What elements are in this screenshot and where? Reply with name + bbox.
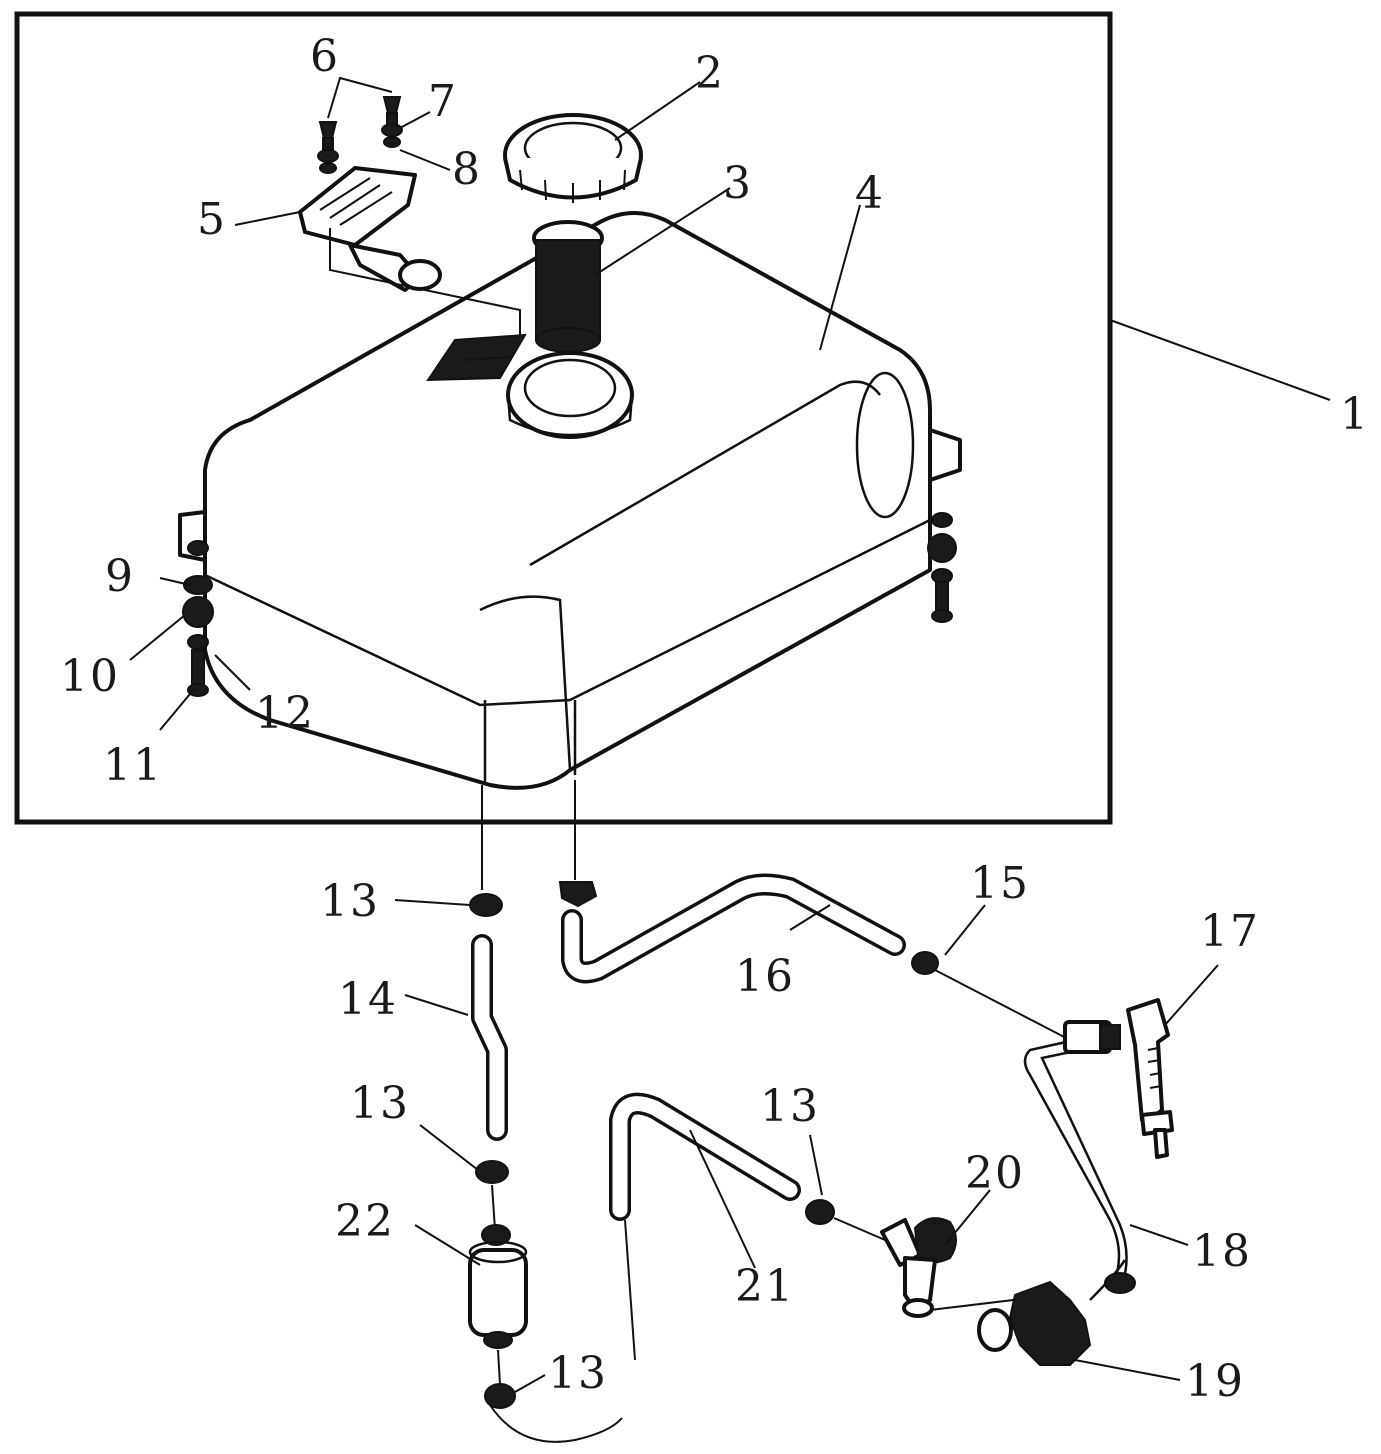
fuel-strainer: [532, 220, 604, 353]
tank-outlet-lines: [481, 780, 576, 890]
callout-4: 4: [855, 168, 885, 219]
callout-13-middle: 13: [350, 1078, 410, 1129]
callout-10: 10: [60, 651, 120, 702]
callout-16: 16: [735, 951, 795, 1002]
hose-clamps: [469, 893, 939, 1409]
fuel-cap: [503, 113, 643, 203]
callout-13-upper: 13: [320, 876, 380, 927]
callout-5: 5: [197, 194, 227, 245]
sender-screws: [317, 76, 403, 174]
callout-8: 8: [452, 144, 482, 195]
callout-19: 19: [1185, 1356, 1245, 1407]
callout-14: 14: [338, 974, 398, 1025]
callout-1: 1: [1340, 389, 1370, 440]
mounting-bolts-right: [927, 512, 957, 623]
callout-20: 20: [965, 1148, 1025, 1199]
callout-13-right: 13: [760, 1081, 820, 1132]
callout-21: 21: [735, 1261, 795, 1312]
callout-22: 22: [335, 1196, 395, 1247]
callout-18: 18: [1192, 1226, 1252, 1277]
callout-3: 3: [723, 158, 753, 209]
callout-11: 11: [103, 740, 163, 791]
callout-6: 6: [310, 31, 340, 82]
callout-13-lower: 13: [548, 1348, 608, 1399]
callout-9: 9: [105, 551, 135, 602]
fuel-filter: [468, 1184, 528, 1386]
fuel-valve: [833, 1217, 957, 1318]
callout-15: 15: [970, 858, 1030, 909]
fuel-pump: [929, 1259, 1136, 1366]
bottom-return-hose: [489, 1404, 623, 1443]
fuel-tank: [178, 210, 962, 790]
fuel-hose-14: [471, 934, 508, 1141]
callout-17: 17: [1200, 906, 1260, 957]
mounting-bolts-left: [182, 540, 214, 697]
fuel-hose-16: [558, 873, 906, 984]
fuel-pipe-21: [609, 1092, 801, 1361]
callout-12: 12: [255, 688, 315, 739]
leader-lines-bottom: [394, 899, 1219, 1393]
fuel-gauge-sender: [298, 166, 521, 335]
callout-2: 2: [695, 48, 725, 99]
callout-7: 7: [428, 76, 458, 127]
tank-assembly-frame: [14, 11, 1113, 825]
injector-pipe: [934, 969, 1128, 1286]
leader-lines-top: [129, 81, 1331, 731]
fuel-injector: [1126, 998, 1174, 1159]
